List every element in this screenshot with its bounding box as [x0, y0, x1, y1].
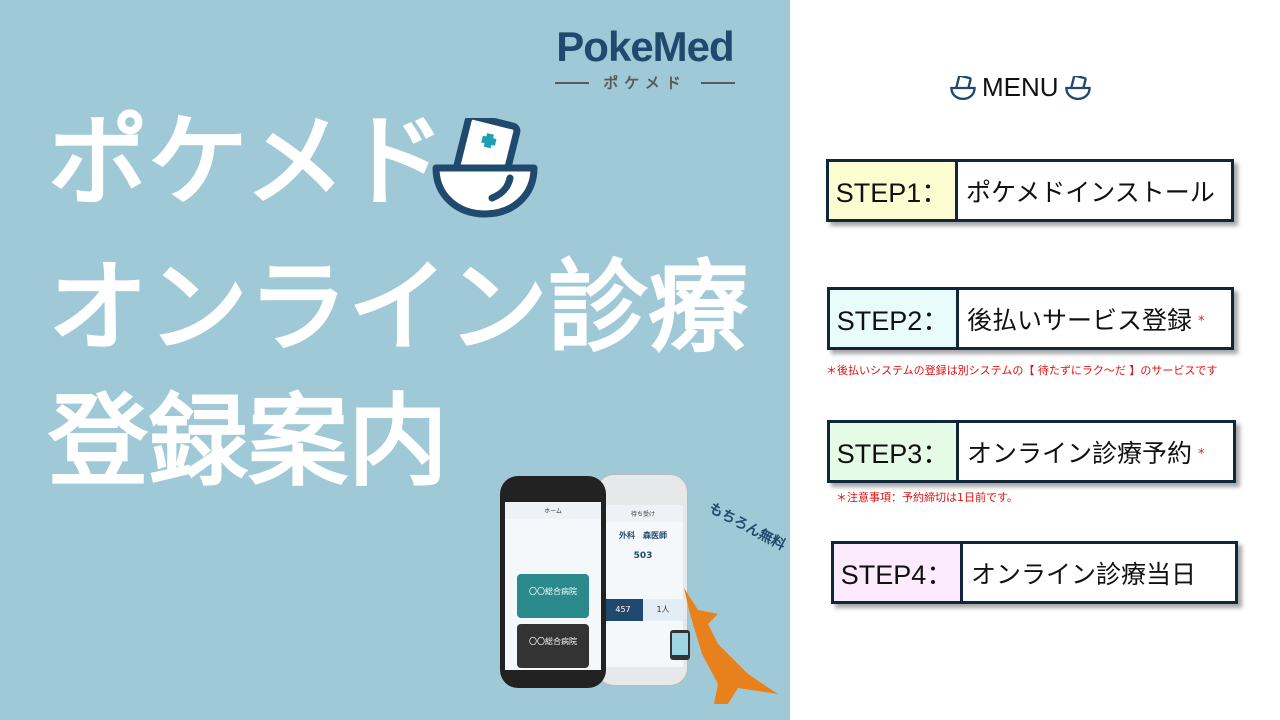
- menu-heading: MENU: [950, 72, 1091, 103]
- kangaroo-mascot: [670, 588, 778, 704]
- asterisk: *: [1198, 447, 1205, 462]
- screen-header: ホーム: [505, 502, 601, 519]
- phone-black: ホーム 〇〇総合病院 〇〇総合病院: [500, 476, 606, 688]
- screen-header: 待ち受け: [603, 505, 683, 522]
- step-2-button[interactable]: STEP2： 後払いサービス登録 *: [827, 287, 1234, 350]
- step-label: STEP3：: [830, 423, 959, 480]
- pokemed-bowl-icon: [432, 118, 538, 218]
- hospital-card: 〇〇総合病院: [517, 624, 589, 668]
- pokemed-bowl-icon: [1064, 75, 1091, 100]
- step-text: 後払いサービス登録: [967, 305, 1193, 335]
- step-label: STEP4：: [834, 544, 963, 601]
- title-panel: PokeMed ポケメド ポケメド オンライン診療 登録案内 待ち受け 外科 森…: [0, 0, 790, 720]
- step-2-note: ＊後払いシステムの登録は別システムの【 待たずにラク～だ 】のサービスです: [826, 364, 1218, 377]
- step-label: STEP1：: [829, 162, 958, 219]
- step-3-button[interactable]: STEP3： オンライン診療予約 *: [827, 420, 1236, 483]
- step-3-note: ＊注意事項：予約締切は1日前です。: [836, 491, 1018, 504]
- menu-panel: MENU STEP1： ポケメドインストール STEP2： 後払いサービス登録 *…: [790, 0, 1280, 720]
- step-4-button[interactable]: STEP4： オンライン診療当日: [831, 541, 1238, 604]
- app-illustration: 待ち受け 外科 森医師 503 457 1人 ホーム 〇〇総合病院 〇〇総合病院…: [500, 474, 790, 720]
- title-line-3: 登録案内: [48, 383, 448, 500]
- waiting-count: 1人: [643, 599, 683, 621]
- step-1-button[interactable]: STEP1： ポケメドインストール: [826, 159, 1234, 222]
- hospital-card: 〇〇総合病院: [517, 574, 589, 618]
- phone-white: 待ち受け 外科 森医師 503 457 1人: [596, 474, 688, 686]
- pokemed-bowl-icon: [950, 75, 976, 100]
- pokemed-logo: PokeMed ポケメド: [544, 24, 746, 93]
- menu-label: MENU: [982, 72, 1059, 102]
- title-line-2: オンライン診療: [48, 249, 748, 366]
- logo-text: PokeMed: [556, 23, 734, 70]
- asterisk: *: [1198, 314, 1205, 329]
- step-text: オンライン診療予約: [967, 438, 1193, 468]
- in-consultation-count: 457: [603, 599, 643, 621]
- title-line-1: ポケメド: [48, 103, 445, 220]
- step-text: ポケメドインストール: [966, 177, 1215, 207]
- doctor-name: 外科 森医師: [619, 531, 667, 540]
- free-badge: もちろん無料: [706, 500, 788, 554]
- reception-number: 503: [633, 551, 653, 561]
- logo-kana: ポケメド: [603, 74, 687, 92]
- step-label: STEP2：: [830, 290, 959, 347]
- step-text: オンライン診療当日: [971, 559, 1197, 589]
